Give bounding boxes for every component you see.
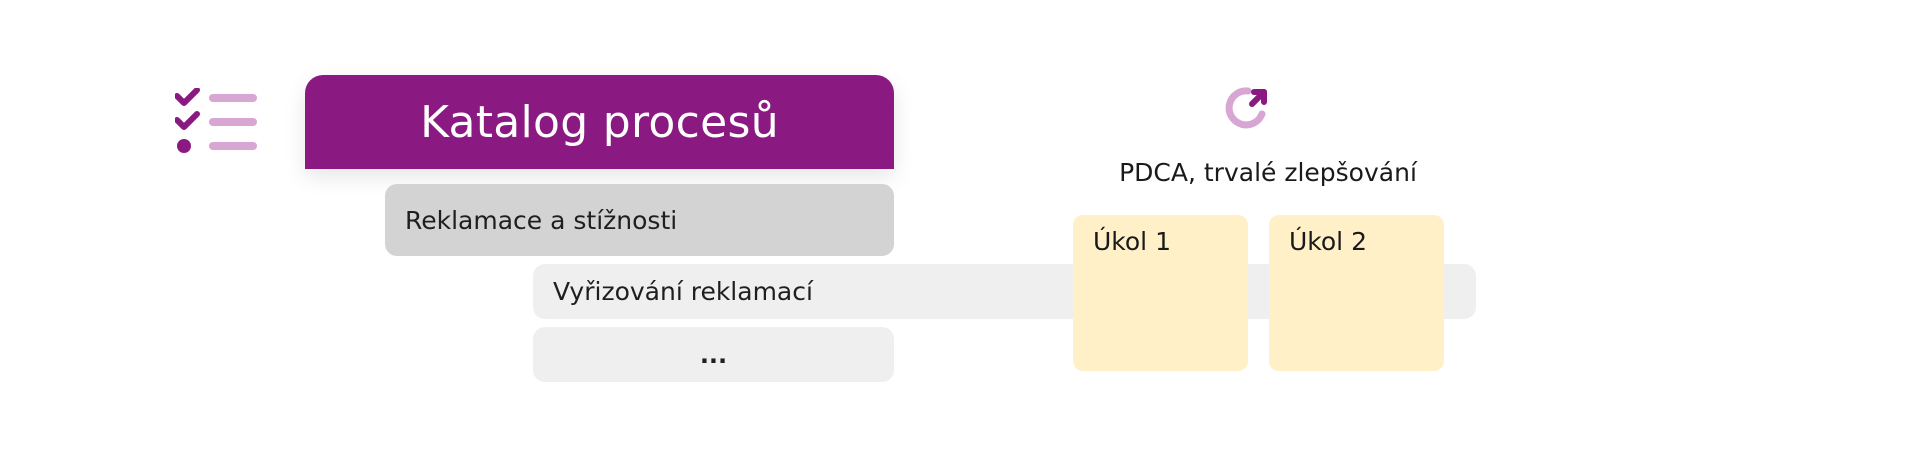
checklist-icon [175, 88, 257, 153]
category-row[interactable]: Reklamace a stížnosti [385, 184, 894, 256]
more-processes-row[interactable]: ... [533, 327, 894, 382]
catalog-title: Katalog procesů [305, 75, 894, 169]
task-card[interactable]: Úkol 2 [1269, 215, 1444, 371]
category-label: Reklamace a stížnosti [405, 205, 678, 235]
task-card-label: Úkol 2 [1289, 227, 1367, 256]
task-card-label: Úkol 1 [1093, 227, 1171, 256]
process-label: Vyřizování reklamací [553, 277, 813, 306]
task-card[interactable]: Úkol 1 [1073, 215, 1248, 371]
catalog-title-text: Katalog procesů [420, 96, 779, 148]
pdca-label: PDCA, trvalé zlepšování [1119, 158, 1417, 187]
cycle-refresh-icon [1225, 87, 1267, 129]
more-processes-label: ... [699, 340, 728, 369]
